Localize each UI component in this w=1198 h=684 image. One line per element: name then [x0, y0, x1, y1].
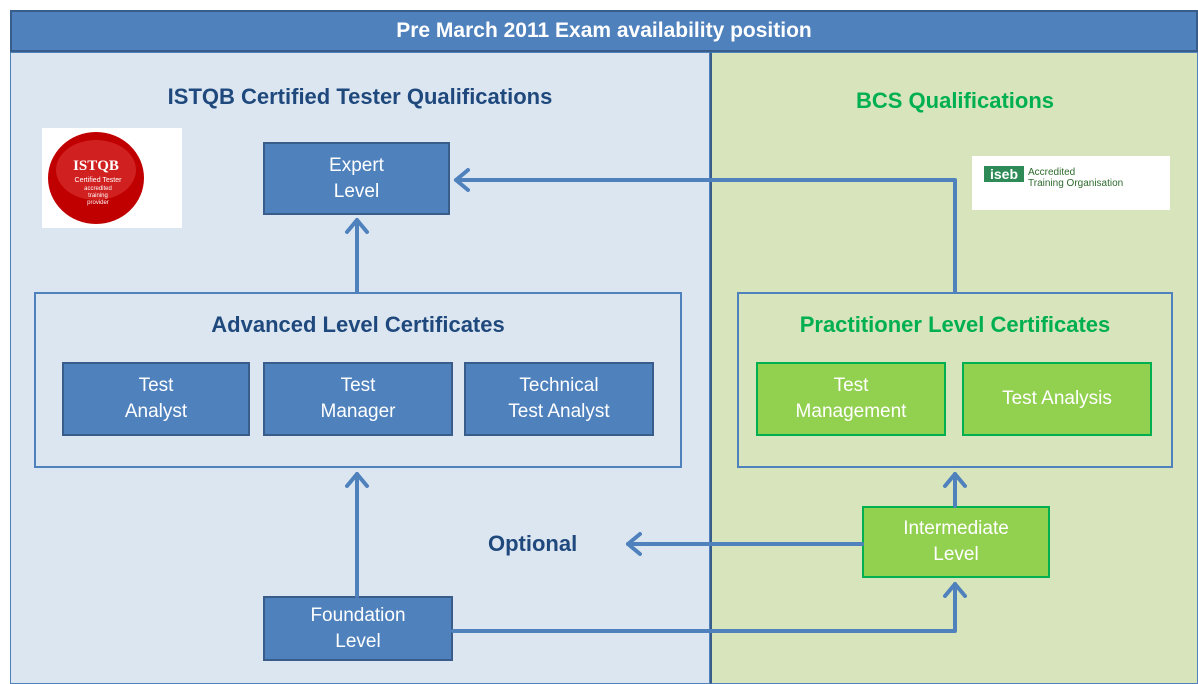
test-analyst-box: Test Analyst	[62, 362, 250, 436]
istqb-logo-text3: training	[88, 193, 108, 199]
bcs-heading: BCS Qualifications	[855, 88, 1055, 113]
istqb-logo-text1: Certified Tester	[75, 177, 123, 184]
test-analysis-box: Test Analysis	[962, 362, 1152, 436]
test-management-box: Test Management	[756, 362, 946, 436]
istqb-logo-name: ISTQB	[73, 158, 119, 174]
iseb-logo-icon: iseb Accredited Training Organisation	[984, 166, 1123, 189]
istqb-heading: ISTQB Certified Tester Qualifications	[167, 84, 553, 109]
diagram-title: Pre March 2011 Exam availability positio…	[10, 10, 1198, 52]
iseb-logo-line1: Accredited	[1028, 167, 1075, 178]
technical-test-analyst-box: Technical Test Analyst	[464, 362, 654, 436]
expert-level-box: Expert Level	[263, 142, 450, 215]
istqb-logo-text2: accredited	[84, 186, 112, 192]
istqb-logo: ISTQB Certified Tester accredited traini…	[42, 128, 182, 228]
practitioner-level-heading: Practitioner Level Certificates	[799, 312, 1111, 337]
iseb-logo-brand: iseb	[990, 166, 1018, 182]
foundation-level-box: Foundation Level	[263, 596, 453, 661]
optional-label: Optional	[488, 531, 578, 556]
iseb-logo-line2: Training Organisation	[1028, 178, 1123, 189]
advanced-level-heading: Advanced Level Certificates	[211, 312, 505, 337]
test-manager-box: Test Manager	[263, 362, 453, 436]
intermediate-level-box: Intermediate Level	[862, 506, 1050, 578]
istqb-logo-icon: ISTQB Certified Tester accredited traini…	[48, 132, 144, 224]
iseb-logo: iseb Accredited Training Organisation	[972, 156, 1170, 210]
istqb-logo-text4: provider	[87, 200, 109, 206]
